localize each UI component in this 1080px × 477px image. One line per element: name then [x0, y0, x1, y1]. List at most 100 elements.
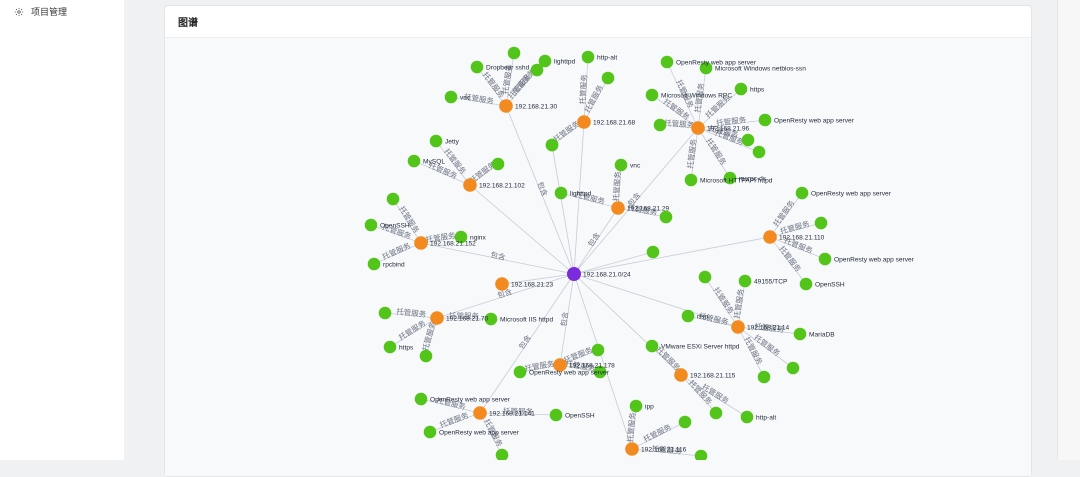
service-edge-label: 托管服务	[712, 285, 737, 316]
service-node[interactable]	[495, 448, 509, 460]
host-edge	[505, 105, 575, 275]
host-edge	[573, 207, 619, 275]
host-edge	[573, 273, 739, 328]
service-node-label: OpenResty web app server	[676, 60, 757, 67]
service-edge	[631, 405, 637, 450]
host-node-label: 192.168.21.30	[515, 104, 558, 111]
service-node[interactable]	[423, 425, 437, 439]
service-node[interactable]	[795, 186, 809, 200]
page-scrollbar[interactable]	[1057, 0, 1080, 460]
service-node[interactable]	[414, 392, 428, 406]
host-node[interactable]	[611, 201, 625, 215]
service-node[interactable]	[793, 327, 807, 341]
service-node[interactable]	[723, 171, 737, 185]
host-node[interactable]	[625, 442, 639, 456]
service-node[interactable]	[407, 154, 421, 168]
host-node[interactable]	[674, 368, 688, 382]
service-node[interactable]	[530, 63, 544, 77]
host-node[interactable]	[499, 99, 513, 113]
service-node[interactable]	[383, 340, 397, 354]
host-node[interactable]	[691, 121, 705, 135]
service-node-label: OpenSSH	[380, 223, 410, 230]
service-node[interactable]	[549, 408, 563, 422]
service-node[interactable]	[601, 71, 615, 85]
service-node[interactable]	[799, 277, 813, 291]
service-node[interactable]	[653, 118, 667, 132]
service-node-label: OpenResty web app server	[811, 191, 892, 198]
service-node[interactable]	[660, 55, 674, 69]
service-edge	[680, 374, 748, 418]
service-node[interactable]	[758, 113, 772, 127]
service-node[interactable]	[538, 54, 552, 68]
service-node[interactable]	[554, 186, 568, 200]
service-node[interactable]	[694, 449, 708, 460]
service-node[interactable]	[614, 158, 628, 172]
service-node[interactable]	[645, 339, 659, 353]
service-node[interactable]	[593, 365, 607, 379]
service-node[interactable]	[734, 82, 748, 96]
service-edge	[769, 236, 807, 285]
host-node[interactable]	[731, 320, 745, 334]
service-node[interactable]	[752, 145, 766, 159]
service-node[interactable]	[709, 406, 723, 420]
host-node-label: 192.168.21.14	[747, 325, 790, 332]
service-node-label: Microsoft HTTPAPI httpd	[700, 178, 773, 185]
service-node[interactable]	[507, 46, 521, 60]
host-edge	[501, 273, 575, 285]
service-edge	[384, 312, 438, 319]
host-node[interactable]	[463, 178, 477, 192]
host-node[interactable]	[553, 358, 567, 372]
service-node[interactable]	[367, 257, 381, 271]
service-edge-label: 托管服务	[577, 74, 589, 105]
service-node[interactable]	[470, 60, 484, 74]
service-node[interactable]	[684, 173, 698, 187]
service-node[interactable]	[786, 361, 800, 375]
host-node[interactable]	[414, 236, 428, 250]
host-node[interactable]	[763, 230, 777, 244]
service-node[interactable]	[757, 370, 771, 384]
host-node-label: 192.168.21.141	[489, 411, 535, 418]
service-node[interactable]	[591, 343, 605, 357]
service-node[interactable]	[699, 61, 713, 75]
service-node[interactable]	[681, 309, 695, 323]
node[interactable]	[545, 138, 559, 152]
service-node[interactable]	[741, 133, 755, 147]
service-node[interactable]	[678, 415, 692, 429]
host-edge	[559, 273, 575, 366]
service-node[interactable]	[378, 306, 392, 320]
service-node-label: Dropbear sshd	[486, 65, 530, 72]
host-node[interactable]	[430, 311, 444, 325]
service-node[interactable]	[738, 274, 752, 288]
service-node[interactable]	[429, 134, 443, 148]
network-graph[interactable]: 包含托管服务托管服务托管服务托管服务托管服务托管服务托管服务托管服务包含托管服务…	[0, 0, 1080, 460]
service-edge	[479, 412, 557, 416]
service-node[interactable]	[659, 210, 673, 224]
service-node[interactable]	[444, 90, 458, 104]
service-edge-label: 托管服务	[463, 91, 495, 106]
service-node[interactable]	[629, 399, 643, 413]
host-node[interactable]	[473, 406, 487, 420]
host-node[interactable]	[577, 115, 591, 129]
node[interactable]	[646, 245, 660, 259]
host-node[interactable]	[495, 277, 509, 291]
service-node[interactable]	[818, 252, 832, 266]
host-node-label: 192.168.21.110	[779, 235, 825, 242]
service-node[interactable]	[513, 365, 527, 379]
service-node[interactable]	[698, 270, 712, 284]
sidebar: 项目管理	[0, 0, 125, 460]
service-node[interactable]	[484, 312, 498, 326]
graph-canvas-area[interactable]	[165, 38, 1031, 476]
service-node[interactable]	[645, 88, 659, 102]
service-node[interactable]	[814, 216, 828, 230]
host-edge	[573, 251, 654, 275]
service-node[interactable]	[740, 410, 754, 424]
service-node[interactable]	[491, 157, 505, 171]
service-node[interactable]	[581, 50, 595, 64]
service-node[interactable]	[454, 230, 468, 244]
root-node[interactable]	[567, 267, 581, 281]
service-node[interactable]	[386, 192, 400, 206]
service-node[interactable]	[364, 218, 378, 232]
service-node-label: rtsp	[697, 314, 708, 321]
sidebar-item-project-management[interactable]: 项目管理	[14, 5, 67, 18]
service-node[interactable]	[419, 349, 433, 363]
